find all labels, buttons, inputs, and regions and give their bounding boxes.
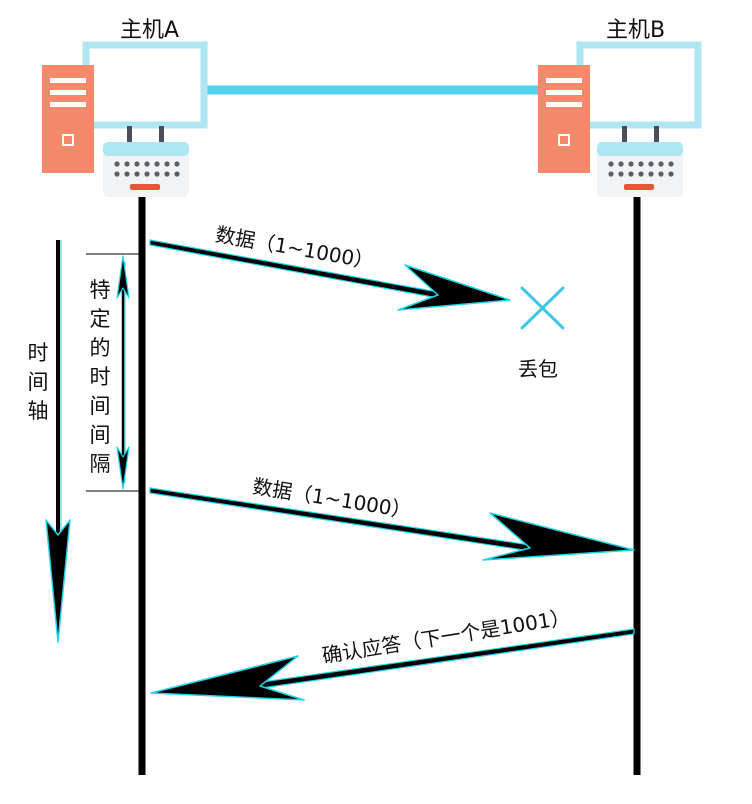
host-a-monitor-stand-left [127,126,132,142]
host-a-tower-slot1 [50,78,86,83]
host-a-keyboard-top [103,142,189,156]
host-b-tower-slot1 [546,78,582,83]
host-b-keyboard-top [597,142,683,156]
host-b-tower-button [558,134,570,146]
timeline-arrowhead [45,519,71,643]
host-b-monitor-stand-right [654,126,659,142]
host-a-monitor-stand-right [159,126,164,142]
message-2-arrow [149,487,635,561]
host-b-tower-slot2 [546,90,582,95]
packet-loss-label: 丢包 [518,357,558,381]
host-a-keyboard-keys [114,161,180,177]
interval-arrowhead-up [116,255,130,299]
host-a-label: 主机A [120,18,180,43]
host-a-tower-slot3 [50,102,86,107]
host-b-label: 主机B [606,18,666,43]
host-b-tower-slot3 [546,102,582,107]
host-b-keyboard-spacebar [624,184,654,190]
host-a-tower-slot2 [50,90,86,95]
host-b-computer-icon [538,41,702,197]
message-3-arrow [150,628,635,701]
packet-loss-cross-icon [520,286,565,330]
host-b-monitor-stand-left [622,126,627,142]
host-a-keyboard-spacebar [130,184,160,190]
timeline-label: 时间轴 [27,341,49,423]
host-a-computer-icon [42,41,208,197]
host-a-tower-button [62,134,74,146]
interval-arrowhead-down [116,446,130,490]
host-b-keyboard-keys [608,161,674,177]
host-a-monitor [82,41,208,129]
interval-label: 特定的时间间隔 [89,278,111,476]
host-b-monitor [576,41,702,129]
message-1-arrow [149,239,511,311]
